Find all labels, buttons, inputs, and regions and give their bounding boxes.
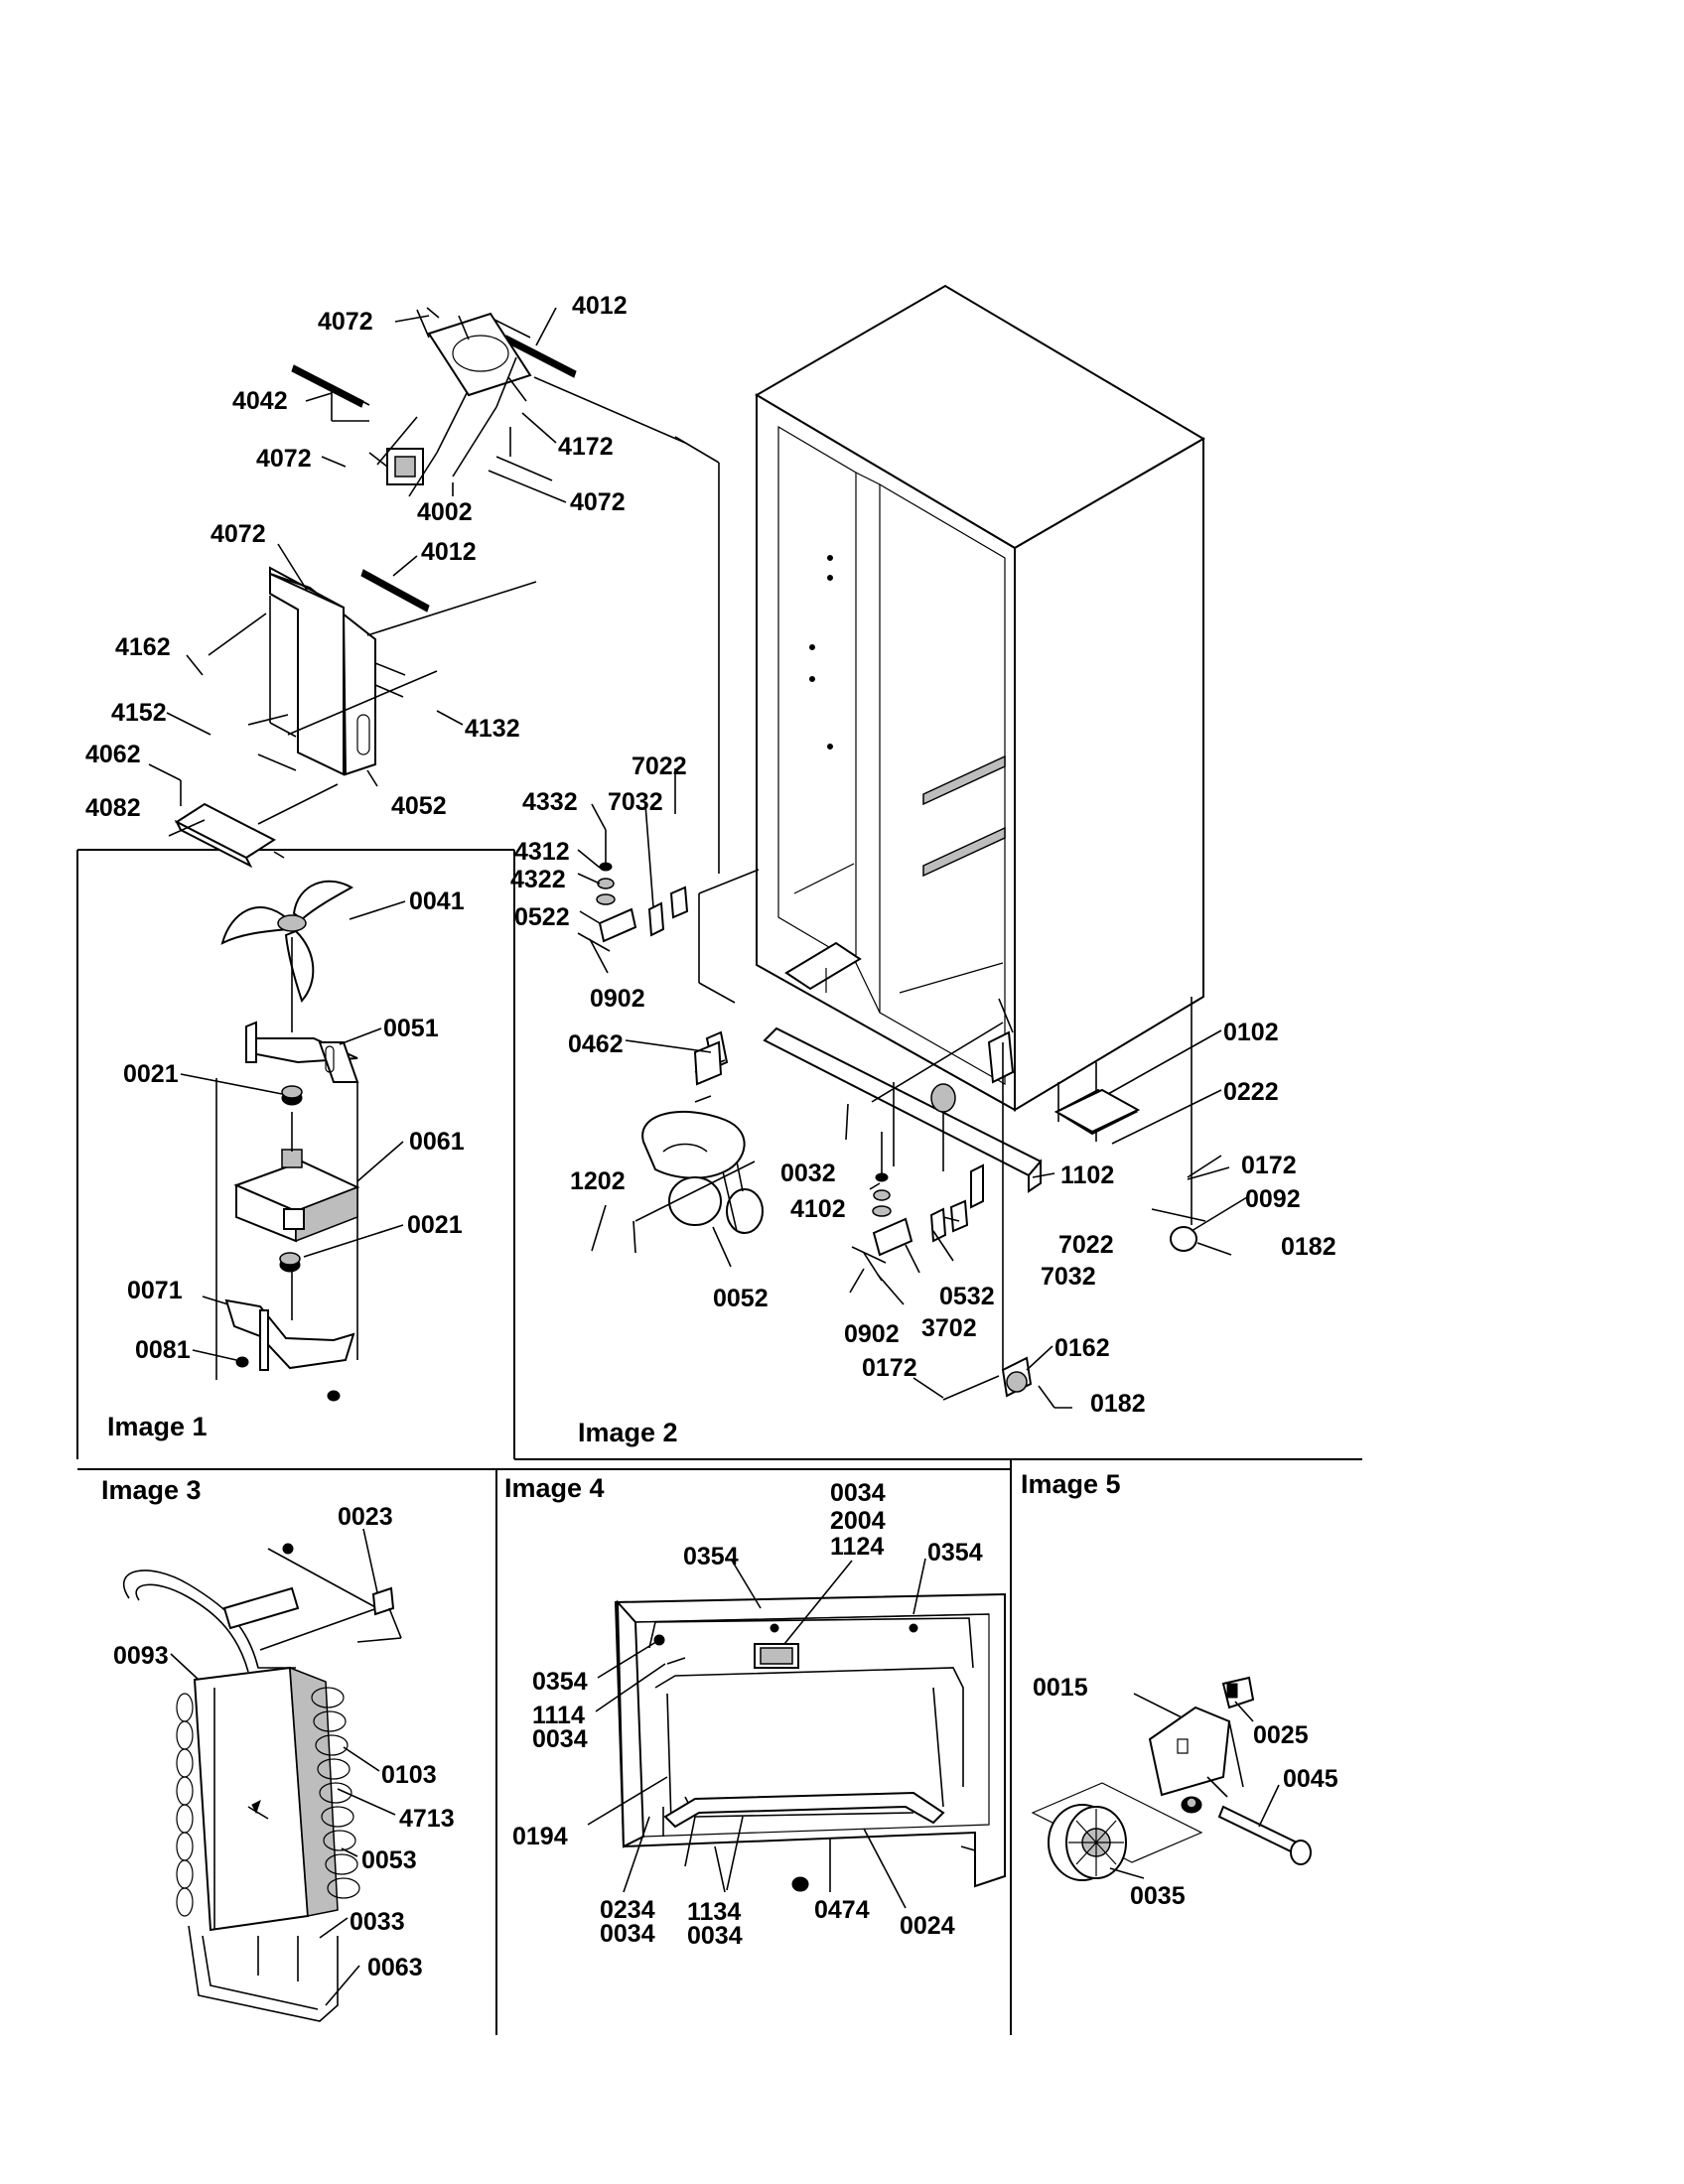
callouts-image-1: 0041 0051 0021 0061 0021 0071 0081 bbox=[123, 887, 465, 1364]
callout-0532: 0532 bbox=[939, 1283, 995, 1310]
image-4-drawing bbox=[614, 1592, 1006, 1893]
leader-lines bbox=[166, 307, 1280, 2006]
callout-1114: 1114 bbox=[532, 1702, 585, 1729]
callout-0902-b: 0902 bbox=[844, 1320, 900, 1348]
callout-0034-b: 0034 bbox=[532, 1725, 588, 1753]
panel-title-image-5: Image 5 bbox=[1021, 1469, 1121, 1499]
cabinet-drawing bbox=[577, 284, 1232, 1409]
callout-0041: 0041 bbox=[409, 887, 465, 915]
callout-0025: 0025 bbox=[1253, 1721, 1309, 1749]
callout-0061: 0061 bbox=[409, 1128, 465, 1156]
callout-1124: 1124 bbox=[830, 1533, 884, 1561]
callout-3702: 3702 bbox=[921, 1314, 977, 1342]
upper-assemblies-drawing bbox=[148, 307, 686, 869]
callout-4062: 4062 bbox=[85, 741, 141, 768]
callout-7022-a: 7022 bbox=[632, 752, 687, 780]
callout-0902-a: 0902 bbox=[590, 985, 645, 1013]
callout-4713: 4713 bbox=[399, 1805, 455, 1833]
callout-0081: 0081 bbox=[135, 1336, 191, 1364]
callout-4052: 4052 bbox=[391, 792, 447, 820]
callout-4152: 4152 bbox=[111, 699, 167, 727]
callout-0052: 0052 bbox=[713, 1285, 769, 1312]
callout-4322: 4322 bbox=[510, 866, 566, 893]
callout-0172-b: 0172 bbox=[862, 1354, 917, 1382]
callout-1134: 1134 bbox=[687, 1898, 741, 1926]
callout-4042: 4042 bbox=[232, 387, 288, 415]
callout-4072-c: 4072 bbox=[570, 488, 626, 516]
callouts-top: 4072 4012 4042 4072 4172 4002 4072 4072 … bbox=[85, 292, 628, 822]
callout-0024: 0024 bbox=[900, 1912, 955, 1940]
panel-title-image-4: Image 4 bbox=[504, 1473, 605, 1503]
callout-4012-b: 4012 bbox=[421, 538, 477, 566]
callout-7032-b: 7032 bbox=[1041, 1263, 1096, 1291]
callout-0023: 0023 bbox=[338, 1503, 393, 1531]
callout-0093: 0093 bbox=[113, 1642, 169, 1670]
panel-frames bbox=[76, 849, 1362, 2035]
callout-0063: 0063 bbox=[367, 1954, 423, 1981]
callout-0354-c: 0354 bbox=[532, 1668, 588, 1696]
panel-title-image-2: Image 2 bbox=[578, 1418, 678, 1447]
callout-0162: 0162 bbox=[1054, 1334, 1110, 1362]
callout-0462: 0462 bbox=[568, 1030, 624, 1058]
callout-4072-b: 4072 bbox=[256, 445, 312, 473]
callout-1102: 1102 bbox=[1060, 1161, 1114, 1189]
callout-7022-b: 7022 bbox=[1058, 1231, 1114, 1259]
callouts-image-4: 0034 2004 1124 0354 0354 0354 1114 0034 … bbox=[512, 1479, 983, 1950]
panel-title-image-1: Image 1 bbox=[107, 1412, 208, 1441]
image-3-drawing bbox=[122, 1543, 402, 2022]
callout-0034-c: 0034 bbox=[600, 1920, 655, 1948]
callouts-image-3: 0023 0093 0103 4713 0053 0033 0063 bbox=[113, 1503, 455, 1981]
callout-0015: 0015 bbox=[1033, 1674, 1088, 1702]
callout-0021-b: 0021 bbox=[407, 1211, 463, 1239]
callout-4072-a: 4072 bbox=[318, 308, 373, 336]
callout-4102: 4102 bbox=[790, 1195, 846, 1223]
image-1-drawing bbox=[215, 880, 360, 1402]
callout-0182-b: 0182 bbox=[1090, 1390, 1146, 1418]
callout-0474: 0474 bbox=[814, 1896, 870, 1924]
image-5-drawing bbox=[1031, 1676, 1312, 1881]
callout-4082: 4082 bbox=[85, 794, 141, 822]
panel-titles: Image 1 Image 2 Image 3 Image 4 Image 5 bbox=[101, 1412, 1121, 1505]
callout-0222: 0222 bbox=[1223, 1078, 1279, 1106]
callout-0354-a: 0354 bbox=[683, 1543, 739, 1570]
callout-0045: 0045 bbox=[1283, 1765, 1338, 1793]
callout-0033: 0033 bbox=[350, 1908, 405, 1936]
callout-4012-a: 4012 bbox=[572, 292, 628, 320]
callout-4172: 4172 bbox=[558, 433, 614, 461]
evaporator-coils bbox=[176, 1687, 360, 1917]
callouts-image-5: 0015 0025 0045 0035 bbox=[1033, 1674, 1338, 1910]
callout-0102: 0102 bbox=[1223, 1019, 1279, 1046]
callout-0354-b: 0354 bbox=[927, 1539, 983, 1567]
callout-0194: 0194 bbox=[512, 1823, 568, 1850]
callout-0034-a: 0034 bbox=[830, 1479, 886, 1507]
callout-0172-a: 0172 bbox=[1241, 1152, 1297, 1179]
panel-title-image-3: Image 3 bbox=[101, 1475, 202, 1505]
callout-2004: 2004 bbox=[830, 1507, 886, 1535]
callout-4132: 4132 bbox=[465, 715, 520, 743]
callout-0032: 0032 bbox=[780, 1160, 836, 1187]
callout-4072-d: 4072 bbox=[210, 520, 266, 548]
callout-7032-a: 7032 bbox=[608, 788, 663, 816]
callout-0182-a: 0182 bbox=[1281, 1233, 1336, 1261]
callout-0103: 0103 bbox=[381, 1761, 437, 1789]
callout-0053: 0053 bbox=[361, 1846, 417, 1874]
callouts-image-2: 7022 4332 7032 4312 4322 0522 0902 0462 … bbox=[510, 752, 1336, 1418]
callout-1202: 1202 bbox=[570, 1167, 626, 1195]
callout-4162: 4162 bbox=[115, 633, 171, 661]
callout-0034-d: 0034 bbox=[687, 1922, 743, 1950]
callout-0051: 0051 bbox=[383, 1015, 439, 1042]
callout-4312: 4312 bbox=[514, 838, 570, 866]
callout-0092: 0092 bbox=[1245, 1185, 1301, 1213]
callout-0021-a: 0021 bbox=[123, 1060, 179, 1088]
callout-0234: 0234 bbox=[600, 1896, 655, 1924]
callout-0035: 0035 bbox=[1130, 1882, 1186, 1910]
callout-4332: 4332 bbox=[522, 788, 578, 816]
callout-0522: 0522 bbox=[514, 903, 570, 931]
callout-4002: 4002 bbox=[417, 498, 473, 526]
callout-0071: 0071 bbox=[127, 1277, 183, 1304]
